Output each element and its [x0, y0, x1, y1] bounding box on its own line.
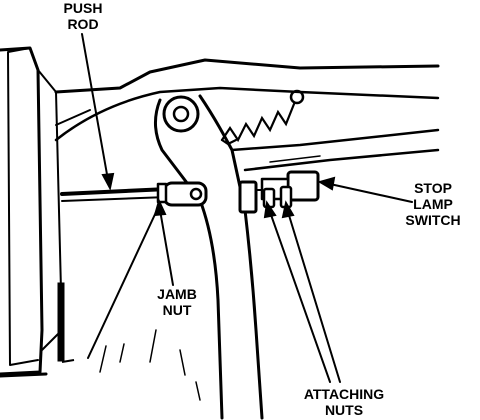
firewall-panel: [0, 46, 63, 378]
jamb-nut-label-line-2: NUT: [162, 302, 192, 318]
jamb-nut-label-line-1: JAMB: [157, 286, 197, 302]
stop-lamp-switch-label-line-1: STOP: [414, 180, 452, 196]
push-rod-label: PUSH ROD: [52, 0, 114, 32]
push-rod-label-line-1: PUSH: [63, 0, 103, 16]
stop-lamp-switch-label: STOP LAMP SWITCH: [390, 180, 476, 228]
brake-pedal-arm: [154, 94, 264, 420]
stop-lamp-switch-label-line-3: SWITCH: [405, 212, 461, 228]
pivot-bolt: [162, 95, 200, 133]
push-rod-label-line-2: ROD: [67, 16, 99, 32]
floor-lines: [99, 329, 201, 401]
attaching-nuts-label-line-2: NUTS: [324, 402, 364, 418]
push-rod-clevis: [156, 181, 208, 207]
lower-bracket: [57, 282, 75, 363]
leader-lines: [81, 33, 413, 383]
support-bracket: [54, 58, 440, 142]
stop-lamp-switch-body: [238, 170, 320, 214]
switch-bracket: [230, 128, 440, 172]
push-rod: [60, 187, 170, 202]
attaching-nuts-label-line-1: ATTACHING: [303, 386, 385, 402]
attaching-nuts-label: ATTACHING NUTS: [274, 386, 414, 418]
jamb-nut-label: JAMB NUT: [146, 286, 208, 318]
return-spring: [220, 89, 305, 146]
stop-lamp-switch-label-line-2: LAMP: [413, 196, 453, 212]
